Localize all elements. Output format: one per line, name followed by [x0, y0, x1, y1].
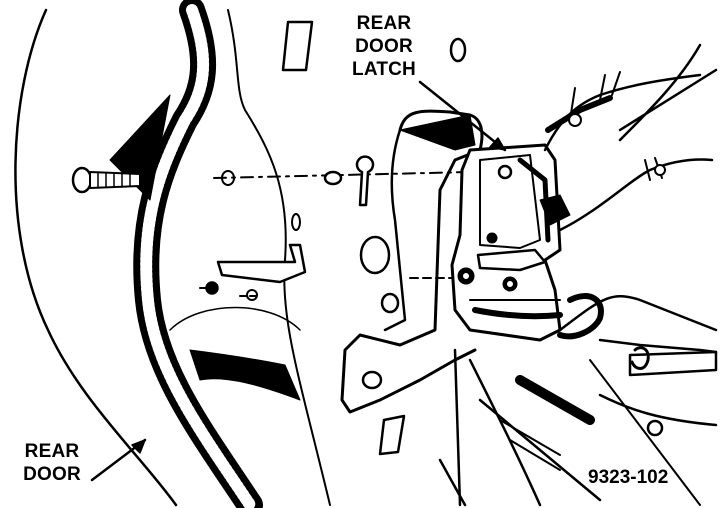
rear-door-latch-label: REAR DOOR LATCH — [336, 12, 432, 81]
oval-hole-large — [359, 235, 391, 275]
latch-pawl — [476, 248, 547, 272]
striker-opening — [216, 243, 307, 284]
door-shadow-lower — [189, 349, 301, 401]
oval-hole-small — [380, 292, 400, 314]
oval-hole-top — [449, 37, 467, 63]
rear-door-label-line1: REAR — [24, 441, 80, 462]
latch-callout-leader — [418, 80, 507, 152]
door-panel-edge — [227, 9, 331, 506]
rear-door-latch — [450, 143, 571, 342]
bracket-shade — [399, 114, 476, 151]
door-tab-top — [281, 20, 314, 72]
rear-door-label: REAR DOOR — [14, 440, 90, 486]
latch-screw — [71, 166, 141, 194]
door-callout-leader — [90, 438, 147, 482]
alignment-line-upper — [213, 171, 471, 179]
oval-hole — [323, 170, 343, 186]
latch-bolt-upper — [497, 164, 513, 180]
figure-number: 9323-102 — [588, 467, 669, 488]
rear-door-label-line2: DOOR — [23, 464, 81, 485]
rear-door-latch-label-line3: LATCH — [352, 59, 416, 80]
body-bracket — [340, 109, 484, 414]
rear-door-latch-label-line1: REAR — [356, 13, 412, 34]
lower-body-structure — [438, 293, 718, 507]
rear-door-latch-label-line2: DOOR — [355, 36, 413, 57]
keyhole — [355, 155, 375, 207]
latch-linkage — [543, 43, 718, 232]
door-hole-slot — [291, 213, 301, 231]
